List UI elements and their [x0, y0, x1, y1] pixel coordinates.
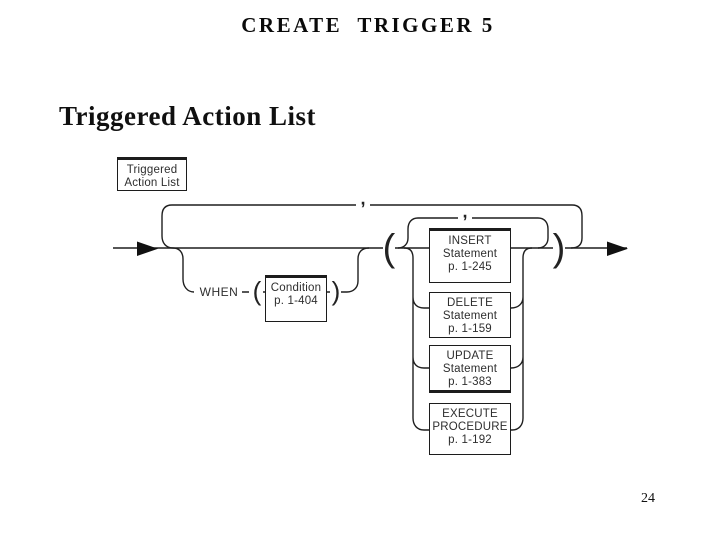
update-name: UPDATE [446, 350, 494, 362]
left-collector-line [403, 247, 429, 431]
execute-page-ref: p. 1-192 [448, 434, 492, 446]
execute-name: EXECUTE [442, 408, 498, 420]
label-box-line2: Action List [124, 176, 180, 189]
when-close-paren: ) [331, 275, 341, 306]
insert-page-ref: p. 1-245 [448, 261, 492, 273]
outer-loop-line [172, 204, 583, 249]
execute-procedure-box: EXECUTE PROCEDURE p. 1-192 [429, 403, 511, 455]
right-collector-line [510, 247, 533, 431]
execute-type: PROCEDURE [432, 421, 508, 433]
slide-title: CREATE TRIGGER 5 [241, 13, 495, 37]
when-keyword: WHEN [199, 285, 239, 299]
group-open-paren: ( [382, 227, 396, 270]
condition-page-ref: p. 1-404 [274, 295, 318, 307]
insert-name: INSERT [448, 235, 492, 247]
triggered-action-list-label-box: Triggered Action List [117, 157, 187, 191]
inner-loop-line [397, 217, 549, 249]
when-row-line [242, 247, 370, 293]
update-type: Statement [442, 363, 498, 375]
section-heading: Triggered Action List [59, 101, 316, 131]
update-statement-box: UPDATE Statement p. 1-383 [429, 345, 511, 393]
delete-statement-box: DELETE Statement p. 1-159 [429, 292, 511, 338]
inner-loop-comma: , [462, 201, 468, 222]
delete-name: DELETE [447, 297, 493, 309]
condition-name: Condition [270, 282, 322, 294]
insert-statement-box: INSERT Statement p. 1-245 [429, 228, 511, 283]
delete-type: Statement [442, 310, 498, 322]
delete-page-ref: p. 1-159 [448, 323, 492, 335]
insert-type: Statement [442, 248, 498, 260]
exit-arrow-icon [607, 241, 628, 256]
outer-loop-comma: , [360, 188, 366, 209]
label-box-line1: Triggered [126, 164, 178, 176]
when-open-paren: ( [252, 275, 262, 306]
condition-box: Condition p. 1-404 [265, 275, 327, 322]
outer-loop-left-and-when-branch [161, 204, 195, 293]
page-number: 24 [641, 491, 655, 506]
update-page-ref: p. 1-383 [448, 376, 492, 388]
entry-arrow-icon [137, 241, 158, 256]
group-close-paren: ) [552, 227, 566, 270]
